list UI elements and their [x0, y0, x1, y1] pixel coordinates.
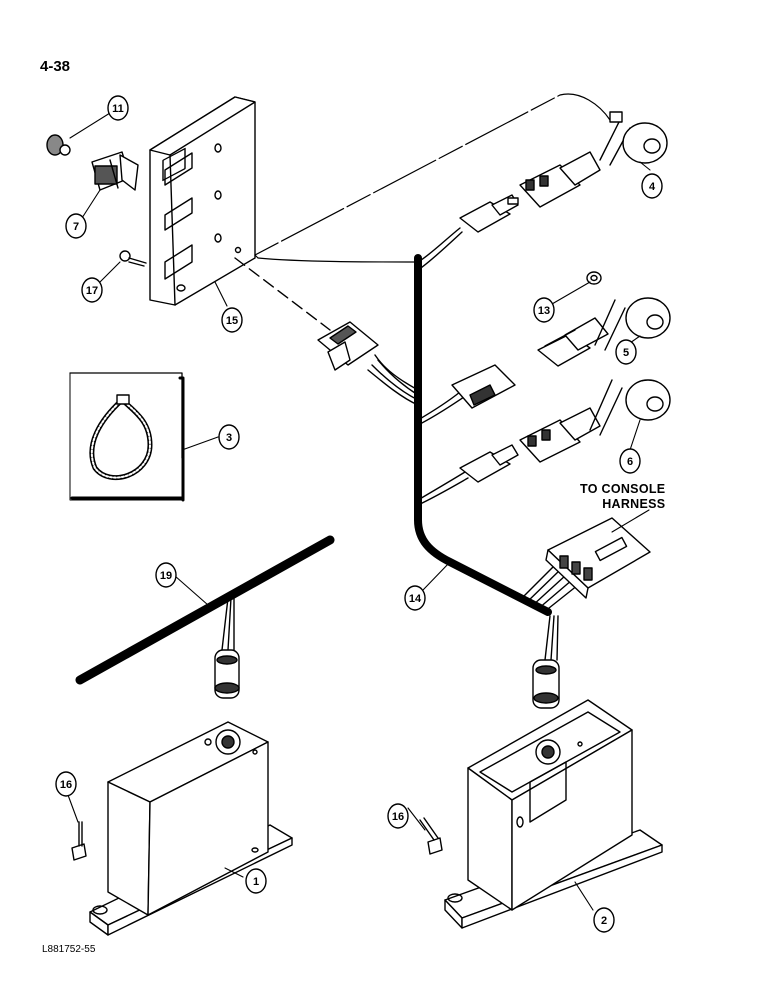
cable-tie-detail-box — [69, 372, 185, 502]
callout-3: 3 — [218, 424, 240, 450]
switch-knob — [46, 134, 71, 156]
upper-small-connector — [459, 194, 519, 233]
callout-2-label: 2 — [601, 915, 607, 927]
control-unit-2 — [444, 699, 663, 929]
console-harness-label: TO CONSOLE HARNESS — [580, 482, 665, 512]
callout-16-left-label: 16 — [60, 779, 72, 791]
callout-11-label: 11 — [112, 103, 124, 115]
sensor-6 — [589, 379, 671, 436]
sensor-5 — [594, 297, 671, 351]
callout-1-label: 1 — [253, 876, 259, 888]
sensor-6-connector — [519, 407, 601, 463]
mid-connector — [451, 364, 516, 409]
callout-2: 2 — [593, 907, 615, 933]
callout-16-right: 16 — [387, 803, 409, 829]
console-harness-label-line1: TO CONSOLE — [580, 482, 666, 496]
console-connector — [545, 517, 651, 599]
plate-connector — [317, 321, 379, 371]
callout-16-right-label: 16 — [392, 811, 404, 823]
lower-small-connector — [459, 444, 519, 483]
callout-1: 1 — [245, 868, 267, 894]
callout-5: 5 — [615, 339, 637, 365]
sensor-4-connector — [519, 151, 601, 208]
figure-id: L881752-55 — [42, 944, 96, 955]
callout-17-label: 17 — [86, 285, 98, 297]
callout-13: 13 — [533, 297, 555, 323]
callout-13-label: 13 — [538, 305, 550, 317]
leader-lines — [67, 112, 651, 911]
callout-3-label: 3 — [226, 432, 232, 444]
callout-15: 15 — [221, 307, 243, 333]
callout-15-label: 15 — [226, 315, 238, 327]
callout-19-label: 19 — [160, 570, 172, 582]
sensor-4 — [599, 111, 668, 166]
callout-14: 14 — [404, 585, 426, 611]
bolt-right — [419, 817, 443, 855]
bolt-left — [71, 821, 87, 861]
control-unit-1 — [89, 721, 293, 936]
callout-6-label: 6 — [627, 456, 633, 468]
mounting-plate — [149, 96, 256, 306]
callout-16-left: 16 — [55, 771, 77, 797]
rocker-switch — [91, 151, 139, 191]
callout-6: 6 — [619, 448, 641, 474]
page-number: 4-38 — [40, 58, 71, 75]
callout-4-label: 4 — [649, 181, 656, 193]
callout-7-label: 7 — [73, 221, 79, 233]
callout-14-label: 14 — [409, 593, 422, 605]
washer — [586, 271, 602, 285]
callout-4: 4 — [641, 173, 663, 199]
left-plug — [214, 649, 240, 699]
console-harness-label-line2: HARNESS — [602, 497, 666, 511]
cable-19 — [75, 535, 335, 685]
callout-17: 17 — [81, 277, 103, 303]
sensor-5-connector — [537, 317, 609, 367]
callout-7: 7 — [65, 213, 87, 239]
right-plug — [532, 615, 560, 709]
callout-5-label: 5 — [623, 347, 629, 359]
callout-11: 11 — [107, 95, 129, 121]
callout-19: 19 — [155, 562, 177, 588]
mounting-screw — [119, 250, 147, 267]
